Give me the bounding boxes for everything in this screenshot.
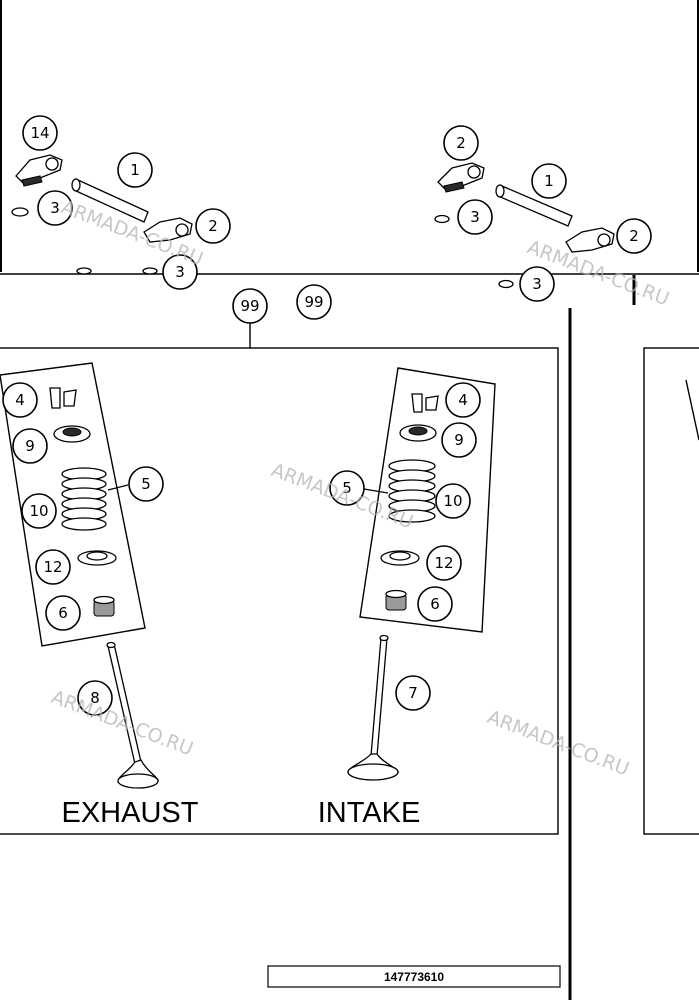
callout-3: 3 bbox=[457, 199, 493, 235]
rocker-arm bbox=[15, 154, 63, 187]
callout-2: 2 bbox=[616, 218, 652, 254]
callout-6: 6 bbox=[45, 595, 81, 631]
rocker-arm bbox=[437, 162, 485, 193]
svg-text:6: 6 bbox=[58, 604, 68, 622]
valve-group-frame bbox=[0, 347, 559, 835]
connector-callouts: 99 99 bbox=[232, 284, 332, 348]
callout-3: 3 bbox=[519, 266, 555, 302]
svg-text:99: 99 bbox=[304, 293, 323, 311]
svg-text:4: 4 bbox=[15, 391, 25, 409]
callout-10: 10 bbox=[435, 483, 471, 519]
callout-9: 9 bbox=[441, 422, 477, 458]
callout-10: 10 bbox=[21, 493, 57, 529]
callout-5: 5 bbox=[329, 470, 365, 506]
svg-text:4: 4 bbox=[458, 391, 468, 409]
top-right-assembly: 2 1 3 2 3 bbox=[434, 125, 652, 302]
svg-text:5: 5 bbox=[342, 479, 352, 497]
spring-retainer bbox=[399, 424, 437, 442]
callout-9: 9 bbox=[12, 428, 48, 464]
rocker-arm bbox=[143, 217, 193, 243]
svg-text:2: 2 bbox=[208, 217, 218, 235]
svg-text:7: 7 bbox=[408, 684, 418, 702]
shim-washer bbox=[498, 279, 514, 289]
callout-99: 99 bbox=[232, 288, 268, 324]
callout-1: 1 bbox=[531, 163, 567, 199]
intake-valve: 7 bbox=[347, 634, 431, 781]
svg-text:9: 9 bbox=[454, 431, 464, 449]
shim-washer bbox=[142, 267, 158, 275]
svg-text:2: 2 bbox=[456, 134, 466, 152]
valve-spring bbox=[61, 467, 107, 531]
reference-number-box: 147773610 bbox=[267, 965, 561, 988]
svg-text:10: 10 bbox=[29, 502, 48, 520]
exhaust-valve-kit: 4 9 5 10 12 6 bbox=[0, 362, 164, 647]
svg-text:3: 3 bbox=[175, 263, 185, 281]
callout-2: 2 bbox=[195, 208, 231, 244]
callout-4: 4 bbox=[445, 382, 481, 418]
callout-4: 4 bbox=[2, 382, 38, 418]
rocker-shaft bbox=[71, 178, 149, 223]
callout-99: 99 bbox=[296, 284, 332, 320]
spring-seat bbox=[77, 550, 117, 566]
shim-washer bbox=[11, 207, 29, 217]
exhaust-valve: 8 bbox=[77, 641, 160, 789]
reference-number: 147773610 bbox=[384, 970, 444, 984]
svg-text:1: 1 bbox=[544, 172, 554, 190]
svg-text:12: 12 bbox=[434, 554, 453, 572]
callout-12: 12 bbox=[35, 549, 71, 585]
svg-text:14: 14 bbox=[30, 124, 49, 142]
callout-3: 3 bbox=[162, 254, 198, 290]
svg-text:3: 3 bbox=[470, 208, 480, 226]
top-left-assembly: 14 1 3 2 3 bbox=[11, 115, 231, 290]
svg-text:5: 5 bbox=[141, 475, 151, 493]
valve-stem-seal bbox=[385, 589, 407, 611]
svg-text:1: 1 bbox=[130, 161, 140, 179]
callout-7: 7 bbox=[395, 675, 431, 711]
intake-valve-kit: 4 9 5 10 12 6 bbox=[329, 367, 496, 633]
svg-text:3: 3 bbox=[50, 199, 60, 217]
callout-6: 6 bbox=[417, 586, 453, 622]
valve-keepers bbox=[411, 393, 439, 413]
svg-text:6: 6 bbox=[430, 595, 440, 613]
valve-stem-seal bbox=[93, 595, 115, 617]
valve-spring bbox=[388, 459, 436, 523]
exhaust-kit-panel bbox=[0, 362, 146, 647]
svg-text:8: 8 bbox=[90, 689, 100, 707]
svg-text:10: 10 bbox=[443, 492, 462, 510]
shim-washer bbox=[76, 267, 92, 275]
spring-retainer bbox=[53, 425, 91, 443]
svg-text:99: 99 bbox=[240, 297, 259, 315]
svg-text:3: 3 bbox=[532, 275, 542, 293]
callout-14: 14 bbox=[22, 115, 58, 151]
intake-kit-panel bbox=[359, 367, 496, 633]
svg-text:2: 2 bbox=[629, 227, 639, 245]
callout-1: 1 bbox=[117, 152, 153, 188]
intake-label: INTAKE bbox=[318, 797, 421, 829]
shim-washer bbox=[434, 214, 450, 224]
callout-12: 12 bbox=[426, 545, 462, 581]
svg-text:12: 12 bbox=[43, 558, 62, 576]
svg-text:9: 9 bbox=[25, 437, 35, 455]
rocker-shaft bbox=[495, 184, 573, 227]
exhaust-label: EXHAUST bbox=[62, 797, 199, 829]
callout-5: 5 bbox=[128, 466, 164, 502]
callout-8: 8 bbox=[77, 680, 113, 716]
adjacent-panel-edge bbox=[685, 379, 699, 441]
rocker-arm bbox=[565, 227, 615, 253]
adjacent-group-frame bbox=[643, 347, 699, 835]
valve-keepers bbox=[49, 387, 77, 409]
spring-seat bbox=[380, 550, 420, 566]
callout-2: 2 bbox=[443, 125, 479, 161]
callout-3: 3 bbox=[37, 190, 73, 226]
